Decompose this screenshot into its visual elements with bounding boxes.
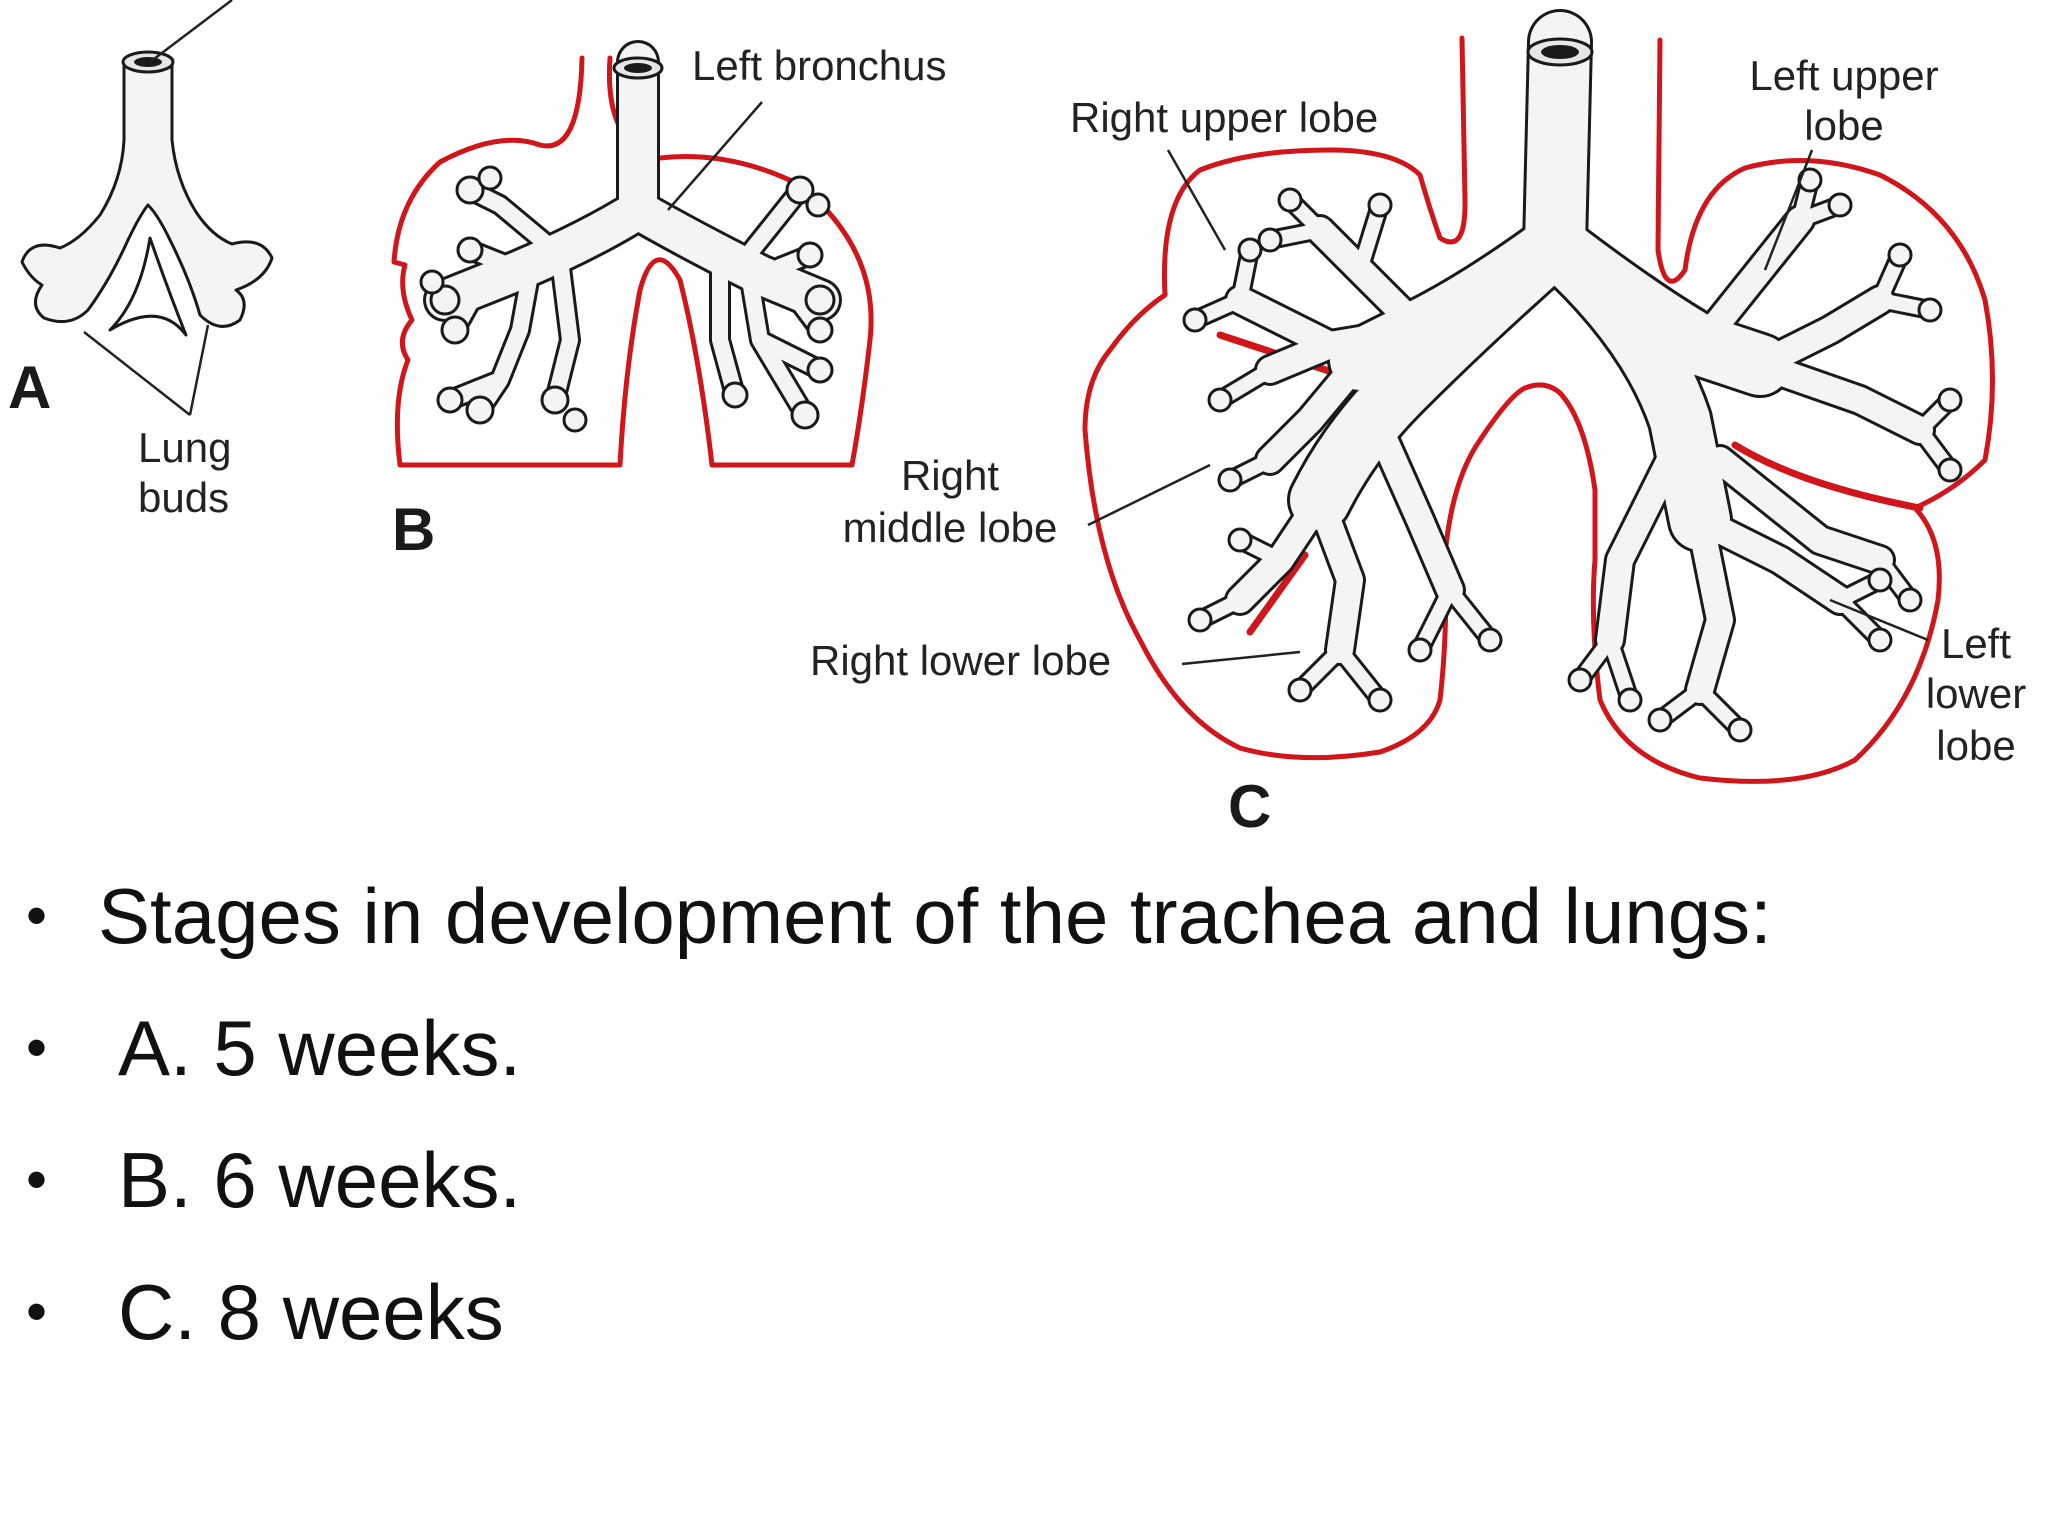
left-bronchus-label: Left bronchus xyxy=(692,42,947,89)
panel-c-airway xyxy=(1182,9,1963,743)
panel-b: Left bronchus B xyxy=(391,40,947,563)
right-middle-lobe-leader xyxy=(1087,463,1211,527)
caption-title: Stages in development of the trachea and… xyxy=(98,872,1772,960)
panel-letter-b: B xyxy=(392,496,435,563)
left-bronchus-leader xyxy=(667,101,763,211)
right-lower-lobe-leader xyxy=(1181,650,1301,666)
right-middle-lobe-label-line1: Right xyxy=(901,452,999,499)
caption-list: • Stages in development of the trachea a… xyxy=(0,850,2048,1378)
left-lower-lobe-label-line1: Left xyxy=(1941,620,2011,667)
lung-buds-leader-1 xyxy=(83,331,191,416)
caption-stage-c: C. 8 weeks xyxy=(118,1268,504,1356)
lung-buds-leader-2 xyxy=(188,324,210,416)
caption-item: • C. 8 weeks xyxy=(0,1246,2048,1378)
bullet-marker: • xyxy=(26,882,48,949)
bullet-marker: • xyxy=(26,1278,48,1345)
pleura-c-right-lung xyxy=(1082,35,1598,761)
caption-stage-b: B. 6 weeks. xyxy=(118,1136,522,1224)
right-lower-lobe-label: Right lower lobe xyxy=(810,637,1111,684)
fissure-right-oblique xyxy=(1246,551,1309,636)
panel-letter-a: A xyxy=(8,354,51,421)
right-upper-lobe-leader xyxy=(1166,149,1227,251)
lung-buds-label-line1: Lung xyxy=(138,424,231,471)
right-upper-lobe-label: Right upper lobe xyxy=(1070,94,1378,141)
panel-b-airway xyxy=(419,40,842,433)
trachea-leader-a xyxy=(149,0,233,63)
fissure-left-oblique xyxy=(1731,441,1924,512)
right-middle-lobe-label-line2: middle lobe xyxy=(843,504,1058,551)
left-lower-lobe-leader xyxy=(1829,598,1929,642)
bullet-marker: • xyxy=(26,1146,48,1213)
panel-c: Right upper lobe Left upper lobe Right m… xyxy=(810,9,2026,840)
caption-stage-a: A. 5 weeks. xyxy=(118,1004,522,1092)
lung-development-figure: Lung buds A Left bron xyxy=(8,0,2026,840)
left-upper-lobe-label-line2: lobe xyxy=(1804,102,1883,149)
left-upper-lobe-leader xyxy=(1763,149,1814,271)
left-lower-lobe-label-line2: lower xyxy=(1926,670,2026,717)
caption-item: • Stages in development of the trachea a… xyxy=(0,850,2048,982)
left-upper-lobe-label-line1: Left upper xyxy=(1749,52,1938,99)
panel-letter-c: C xyxy=(1228,773,1271,840)
panel-a-airway xyxy=(20,50,274,337)
left-lower-lobe-label-line3: lobe xyxy=(1936,722,2015,769)
caption-item: • B. 6 weeks. xyxy=(0,1114,2048,1246)
panel-a: Lung buds A xyxy=(8,0,274,521)
caption-item: • A. 5 weeks. xyxy=(0,982,2048,1114)
bullet-marker: • xyxy=(26,1014,48,1081)
lung-buds-label-line2: buds xyxy=(138,474,229,521)
